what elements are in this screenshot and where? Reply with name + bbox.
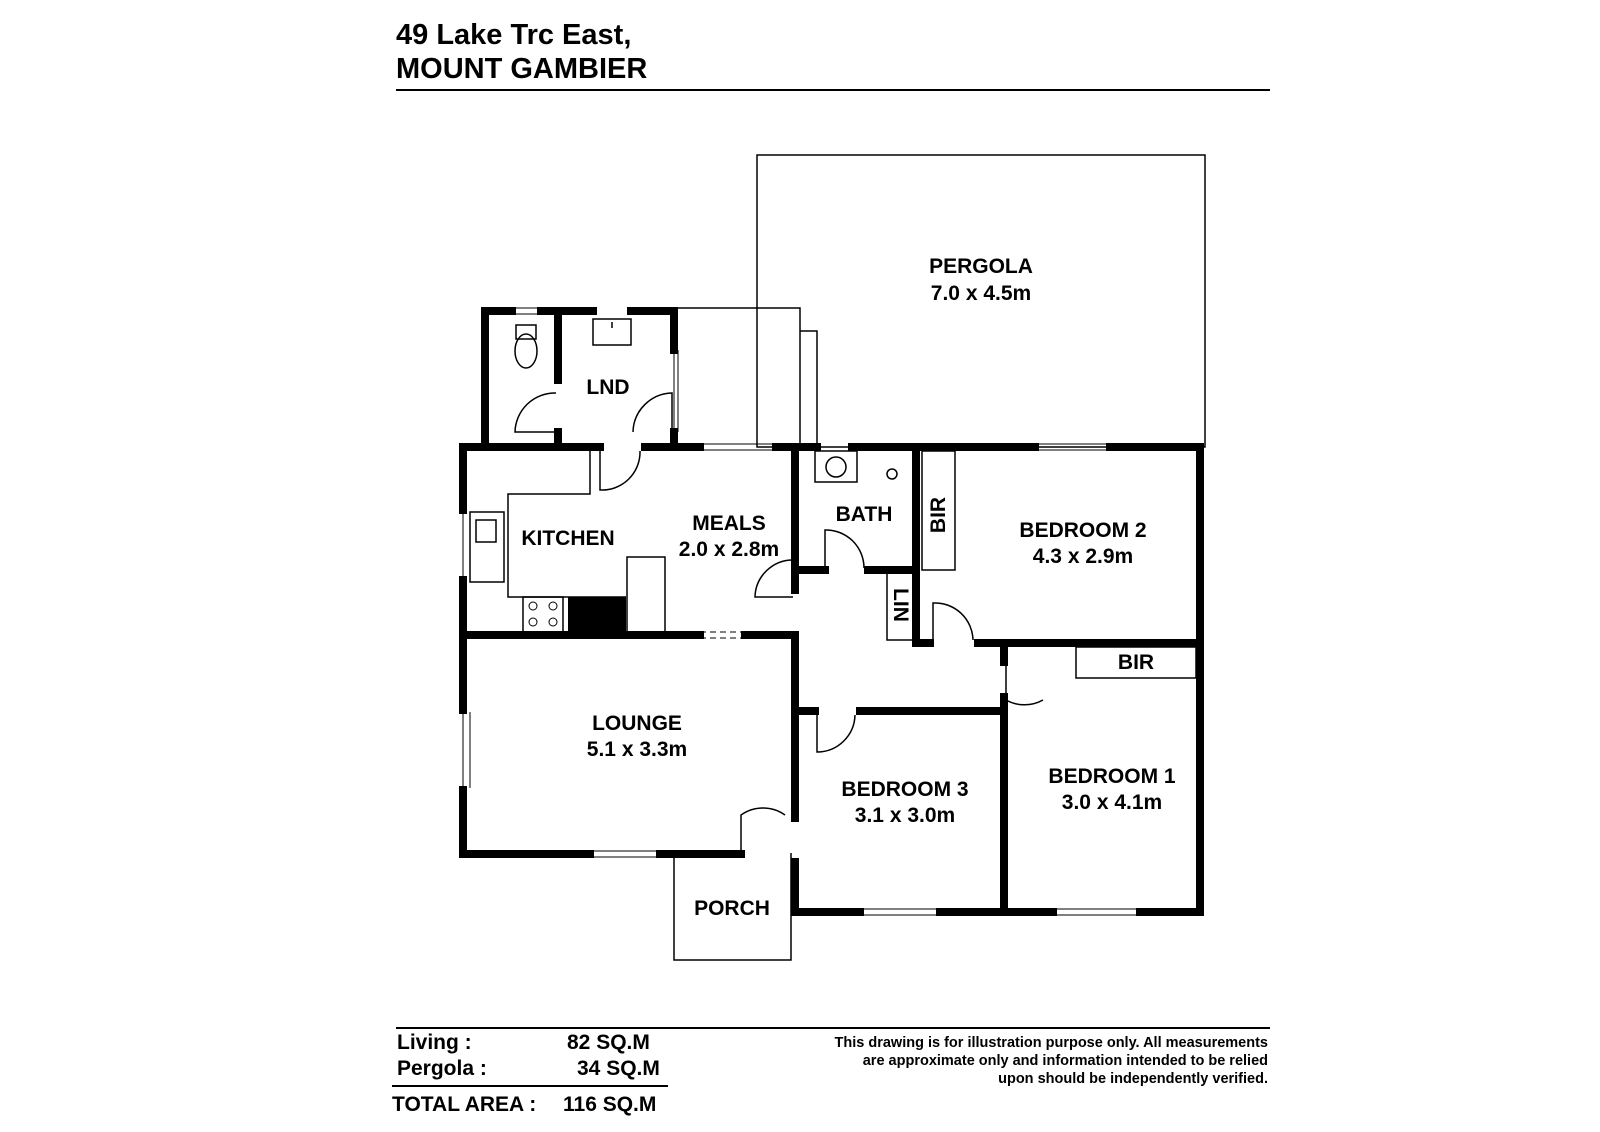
pergola-label: PERGOLA — [929, 255, 1033, 278]
total-rule — [392, 1085, 668, 1087]
living-value: 82 SQ.M — [567, 1031, 650, 1054]
meals-size: 2.0 x 2.8m — [679, 538, 779, 561]
bir-top-label: BIR — [927, 497, 950, 533]
footer-rule-top — [396, 1027, 1270, 1029]
bir-top-outline — [921, 450, 956, 571]
bedroom1-label: BEDROOM 1 — [1048, 765, 1176, 788]
pergola-size: 7.0 x 4.5m — [931, 282, 1031, 305]
living-label: Living : — [397, 1031, 472, 1054]
pergola-area-label: Pergola : — [397, 1057, 487, 1080]
bir-bedroom1-label: BIR — [1118, 651, 1154, 674]
bir-bedroom1-outline — [1075, 646, 1197, 679]
lounge-size: 5.1 x 3.3m — [587, 738, 687, 761]
header-rule — [396, 89, 1270, 91]
floor-plan: PERGOLA 7.0 x 4.5m LND KITCHEN MEALS 2.0… — [459, 154, 1206, 961]
kitchen-label: KITCHEN — [521, 527, 614, 550]
address-line-2: MOUNT GAMBIER — [396, 53, 648, 85]
total-area-value: 116 SQ.M — [563, 1093, 657, 1116]
bedroom3-size: 3.1 x 3.0m — [855, 804, 955, 827]
bedroom2-size: 4.3 x 2.9m — [1033, 545, 1133, 568]
lnd-label: LND — [586, 376, 629, 399]
pergola-area-value: 34 SQ.M — [577, 1057, 660, 1080]
disclaimer-line-3: upon should be independently verified. — [998, 1071, 1268, 1087]
disclaimer-line-2: are approximate only and information int… — [862, 1053, 1268, 1069]
bedroom1-size: 3.0 x 4.1m — [1062, 791, 1162, 814]
lin-label: LIN — [889, 588, 912, 622]
meals-label: MEALS — [692, 512, 766, 535]
total-area-label: TOTAL AREA : — [392, 1093, 537, 1116]
bedroom3-label: BEDROOM 3 — [841, 778, 968, 801]
annex-outline — [677, 307, 801, 447]
lin-outline — [886, 572, 915, 641]
disclaimer-line-1: This drawing is for illustration purpose… — [834, 1035, 1268, 1051]
lounge-label: LOUNGE — [592, 712, 682, 735]
address-line-1: 49 Lake Trc East, — [396, 19, 632, 51]
disclaimer: This drawing is for illustration purpose… — [760, 1034, 1268, 1088]
bedroom2-label: BEDROOM 2 — [1019, 519, 1146, 542]
porch-label: PORCH — [694, 897, 770, 920]
bath-label: BATH — [836, 503, 893, 526]
